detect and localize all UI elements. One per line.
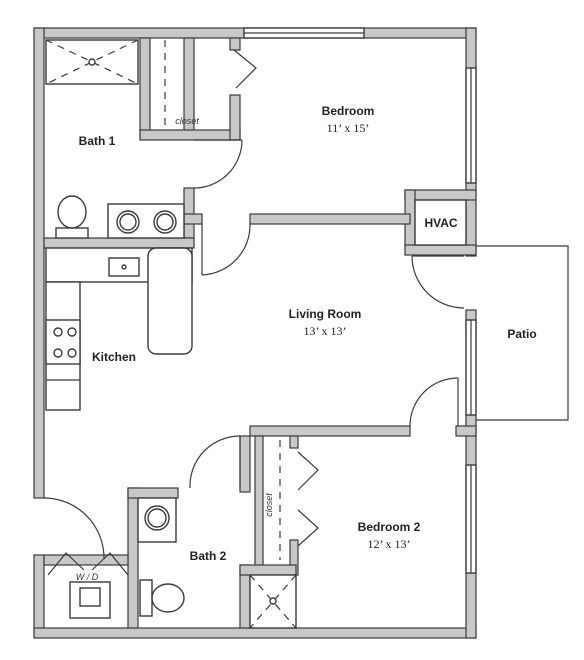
kitchen: [45, 247, 193, 411]
closet-bottom-door-upper: [297, 451, 319, 491]
closet-bottom-door-lower: [297, 509, 319, 547]
hvac-label: HVAC: [424, 216, 457, 230]
wd-label: W / D: [76, 572, 99, 582]
bedroom-size: 11’ x 15’: [327, 121, 370, 135]
living-room-size: 13’ x 13’: [303, 324, 346, 338]
bedroom2-size: 12’ x 13’: [367, 537, 410, 551]
bedroom2-label: Bedroom 2: [358, 520, 421, 534]
patio-label: Patio: [507, 327, 536, 341]
living-room-label: Living Room: [289, 307, 362, 321]
interior-walls-bottom: [43, 425, 477, 629]
doors-top: [193, 49, 257, 276]
bath2-label: Bath 2: [190, 549, 227, 563]
kitchen-label: Kitchen: [92, 350, 136, 364]
windows: [243, 27, 477, 574]
bath2-fixtures: [137, 497, 297, 629]
closet-bottom-label: closet: [264, 493, 274, 517]
patio: [476, 245, 569, 421]
toilet-bath1: [55, 195, 89, 239]
doors-bottom: [43, 255, 465, 559]
bedroom-label: Bedroom: [322, 104, 375, 118]
vanity-bath1: [107, 203, 185, 239]
washer-dryer: [47, 552, 129, 619]
closet-top-label: closet: [175, 116, 199, 126]
bath1-label: Bath 1: [79, 134, 116, 148]
interior-walls-top: [43, 37, 411, 249]
shower-bath1: [45, 39, 139, 85]
